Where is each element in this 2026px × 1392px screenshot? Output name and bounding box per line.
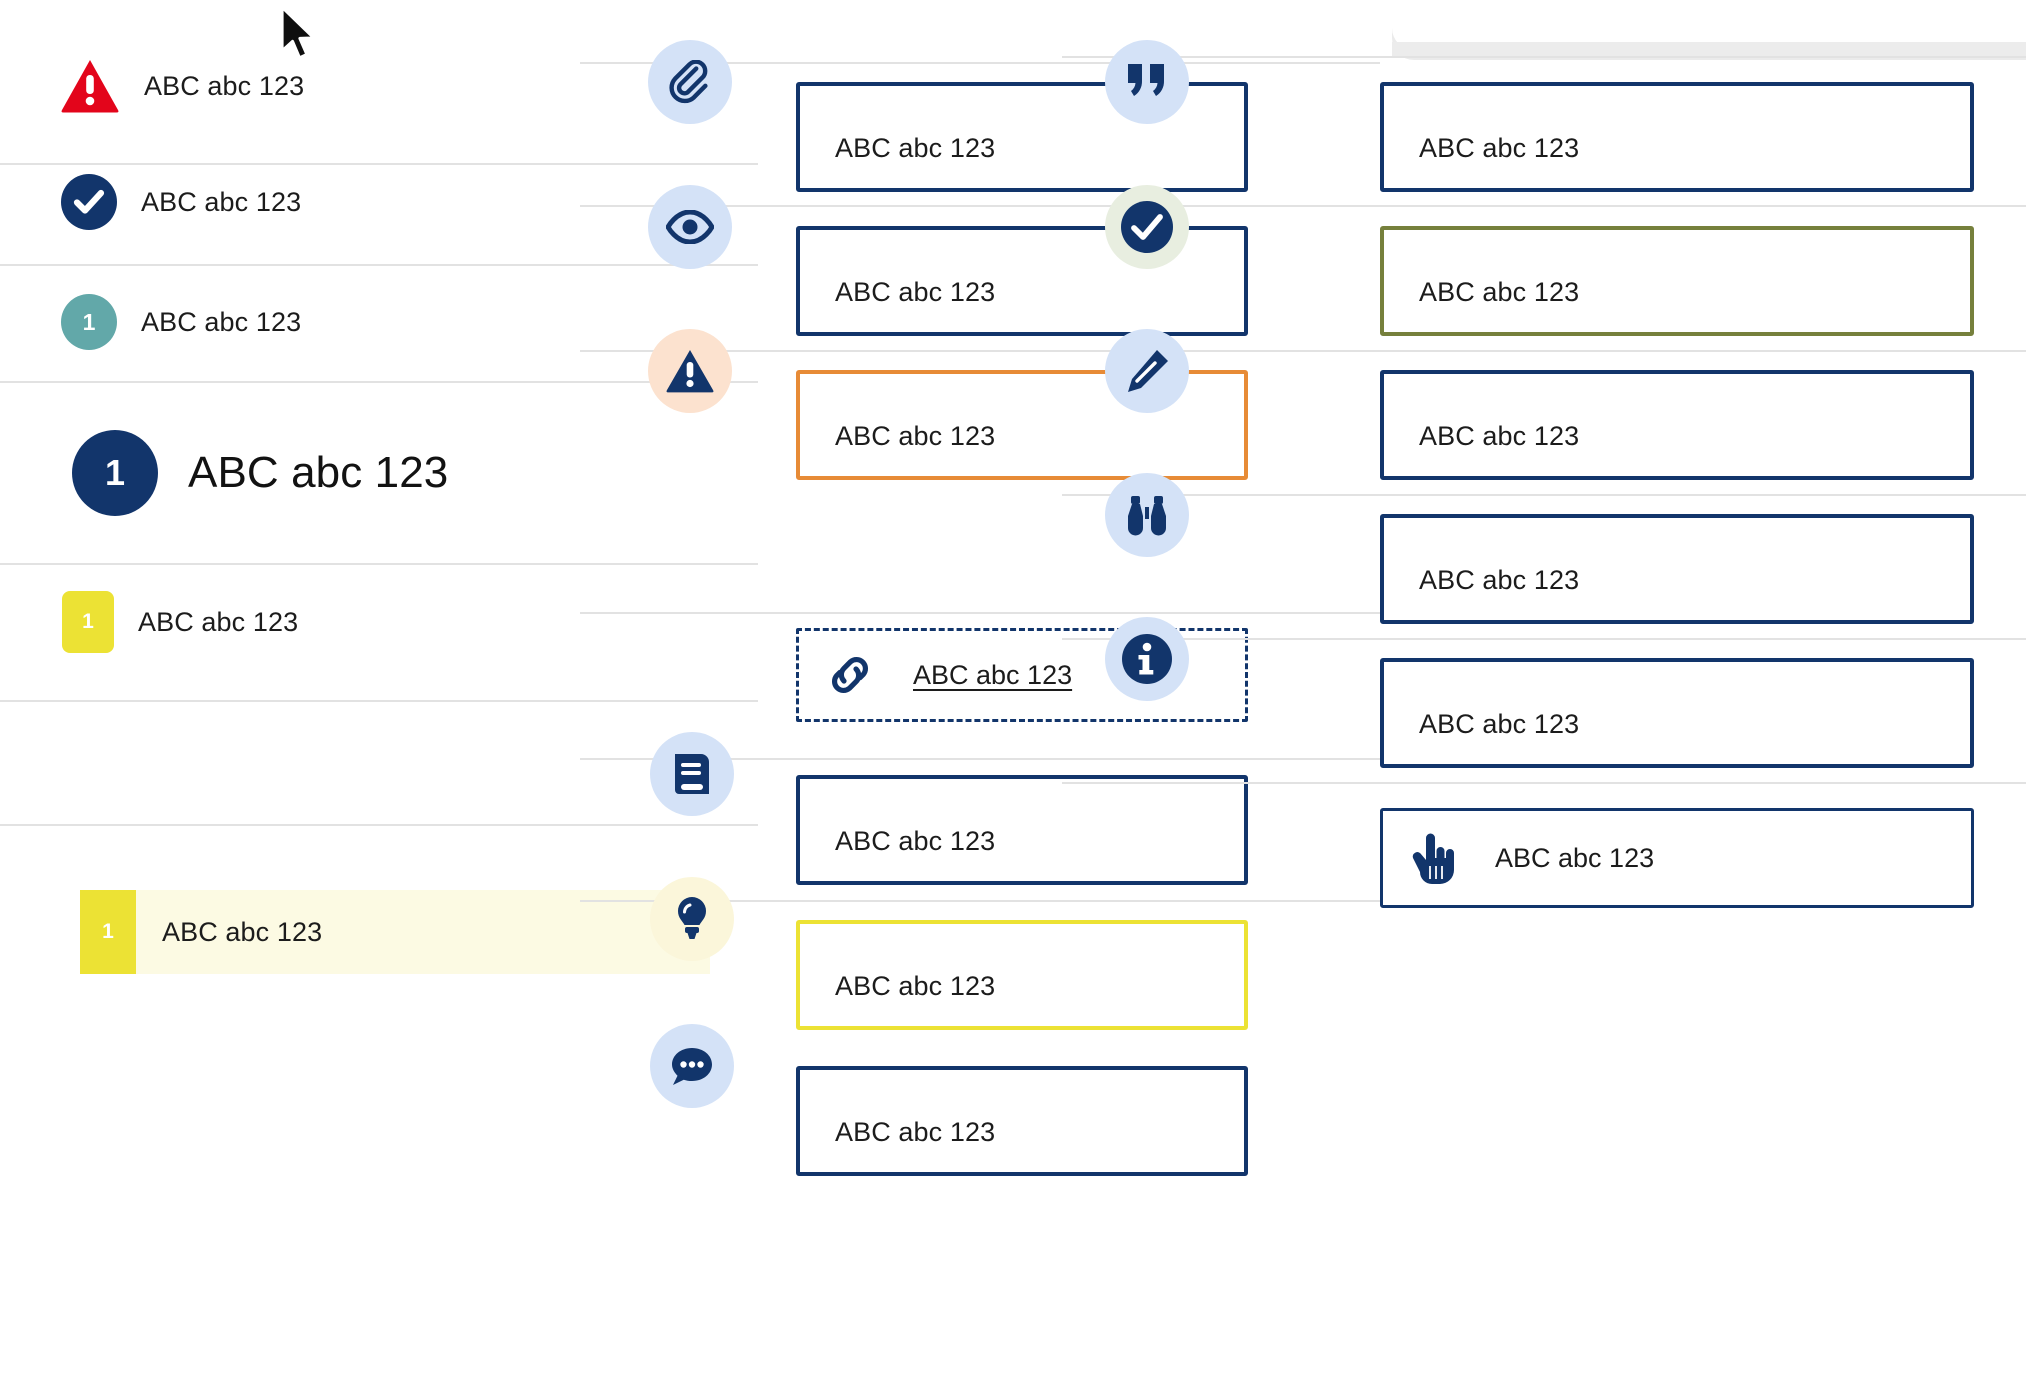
paperclip-icon (648, 40, 732, 124)
list-separator (0, 264, 758, 266)
left-list-column: ABC abc 123 ABC abc 123 1 ABC abc 123 1 … (0, 0, 760, 1392)
link-icon (825, 650, 875, 700)
list-separator (0, 700, 758, 702)
card-separator (1062, 782, 2026, 784)
pointing-hand-icon (1409, 832, 1457, 884)
card-separator (1062, 56, 2026, 58)
badge-value: 1 (102, 920, 114, 943)
card-search[interactable]: ABC abc 123 (1380, 514, 1974, 624)
pencil-icon (1105, 329, 1189, 413)
list-separator (0, 163, 758, 165)
list-item-label: ABC abc 123 (138, 606, 299, 637)
card-separator (1062, 350, 2026, 352)
number-badge-yellow-flag: 1 (80, 890, 136, 974)
number-badge-yellow: 1 (62, 591, 114, 653)
card-label: ABC abc 123 (835, 277, 996, 307)
badge-value: 1 (82, 610, 94, 633)
list-separator (0, 824, 758, 826)
eye-icon (648, 185, 732, 269)
list-item-label: ABC abc 123 (162, 916, 323, 947)
background-panel (1392, 0, 2026, 50)
list-separator (0, 381, 758, 383)
card-action[interactable]: ABC abc 123 (1380, 808, 1974, 908)
book-icon (650, 732, 734, 816)
list-item[interactable]: 1 ABC abc 123 (0, 591, 760, 653)
list-item[interactable]: ABC abc 123 (0, 56, 760, 116)
card-label: ABC abc 123 (1495, 842, 1655, 873)
check-circle-icon (1105, 185, 1189, 269)
number-badge-teal: 1 (61, 294, 117, 350)
list-item-label: ABC abc 123 (188, 448, 449, 497)
card-paperclip[interactable]: ABC abc 123 (796, 82, 1248, 192)
background-panel-strip (1392, 42, 2026, 56)
binoculars-icon (1105, 473, 1189, 557)
list-item-label: ABC abc 123 (144, 70, 305, 101)
card-separator (1062, 494, 2026, 496)
card-separator (1062, 205, 2026, 207)
check-circle-icon (61, 174, 117, 230)
card-edit[interactable]: ABC abc 123 (1380, 370, 1974, 480)
card-book[interactable]: ABC abc 123 (796, 775, 1248, 885)
alert-triangle-icon (648, 329, 732, 413)
list-item-label: ABC abc 123 (141, 186, 302, 217)
card-label: ABC abc 123 (1419, 133, 1580, 163)
comment-bubble-icon (650, 1024, 734, 1108)
card-label: ABC abc 123 (835, 826, 996, 856)
badge-value: 1 (82, 308, 96, 335)
list-item-label: ABC abc 123 (141, 306, 302, 337)
card-separator (580, 205, 1380, 207)
list-separator (0, 563, 758, 565)
list-item[interactable]: 1 ABC abc 123 (0, 294, 760, 350)
card-separator (580, 900, 1380, 902)
number-badge-navy-large: 1 (72, 430, 158, 516)
card-separator (580, 612, 1380, 614)
card-label: ABC abc 123 (835, 1117, 996, 1147)
list-item[interactable]: ABC abc 123 (0, 174, 760, 230)
mouse-pointer-icon (278, 5, 322, 70)
lightbulb-icon (650, 877, 734, 961)
card-eye[interactable]: ABC abc 123 (796, 226, 1248, 336)
card-comment[interactable]: ABC abc 123 (796, 1066, 1248, 1176)
list-item-highlighted[interactable]: 1 ABC abc 123 (80, 890, 710, 974)
card-separator (1062, 638, 2026, 640)
card-label: ABC abc 123 (1419, 277, 1580, 307)
card-success[interactable]: ABC abc 123 (1380, 226, 1974, 336)
card-label: ABC abc 123 (835, 133, 996, 163)
card-label: ABC abc 123 (1419, 709, 1580, 739)
card-label: ABC abc 123 (1419, 421, 1580, 451)
card-quote[interactable]: ABC abc 123 (1380, 82, 1974, 192)
warning-triangle-icon (60, 58, 120, 114)
card-separator (580, 62, 1380, 64)
card-separator (580, 350, 1380, 352)
card-link-label[interactable]: ABC abc 123 (913, 659, 1073, 690)
card-label: ABC abc 123 (835, 971, 996, 1001)
card-idea[interactable]: ABC abc 123 (796, 920, 1248, 1030)
list-item[interactable]: 1 ABC abc 123 (0, 430, 760, 516)
card-label: ABC abc 123 (835, 421, 996, 451)
quote-icon (1105, 40, 1189, 124)
card-info[interactable]: ABC abc 123 (1380, 658, 1974, 768)
badge-value: 1 (104, 452, 126, 493)
card-label: ABC abc 123 (1419, 565, 1580, 595)
info-circle-icon (1105, 617, 1189, 701)
card-separator (580, 758, 1380, 760)
